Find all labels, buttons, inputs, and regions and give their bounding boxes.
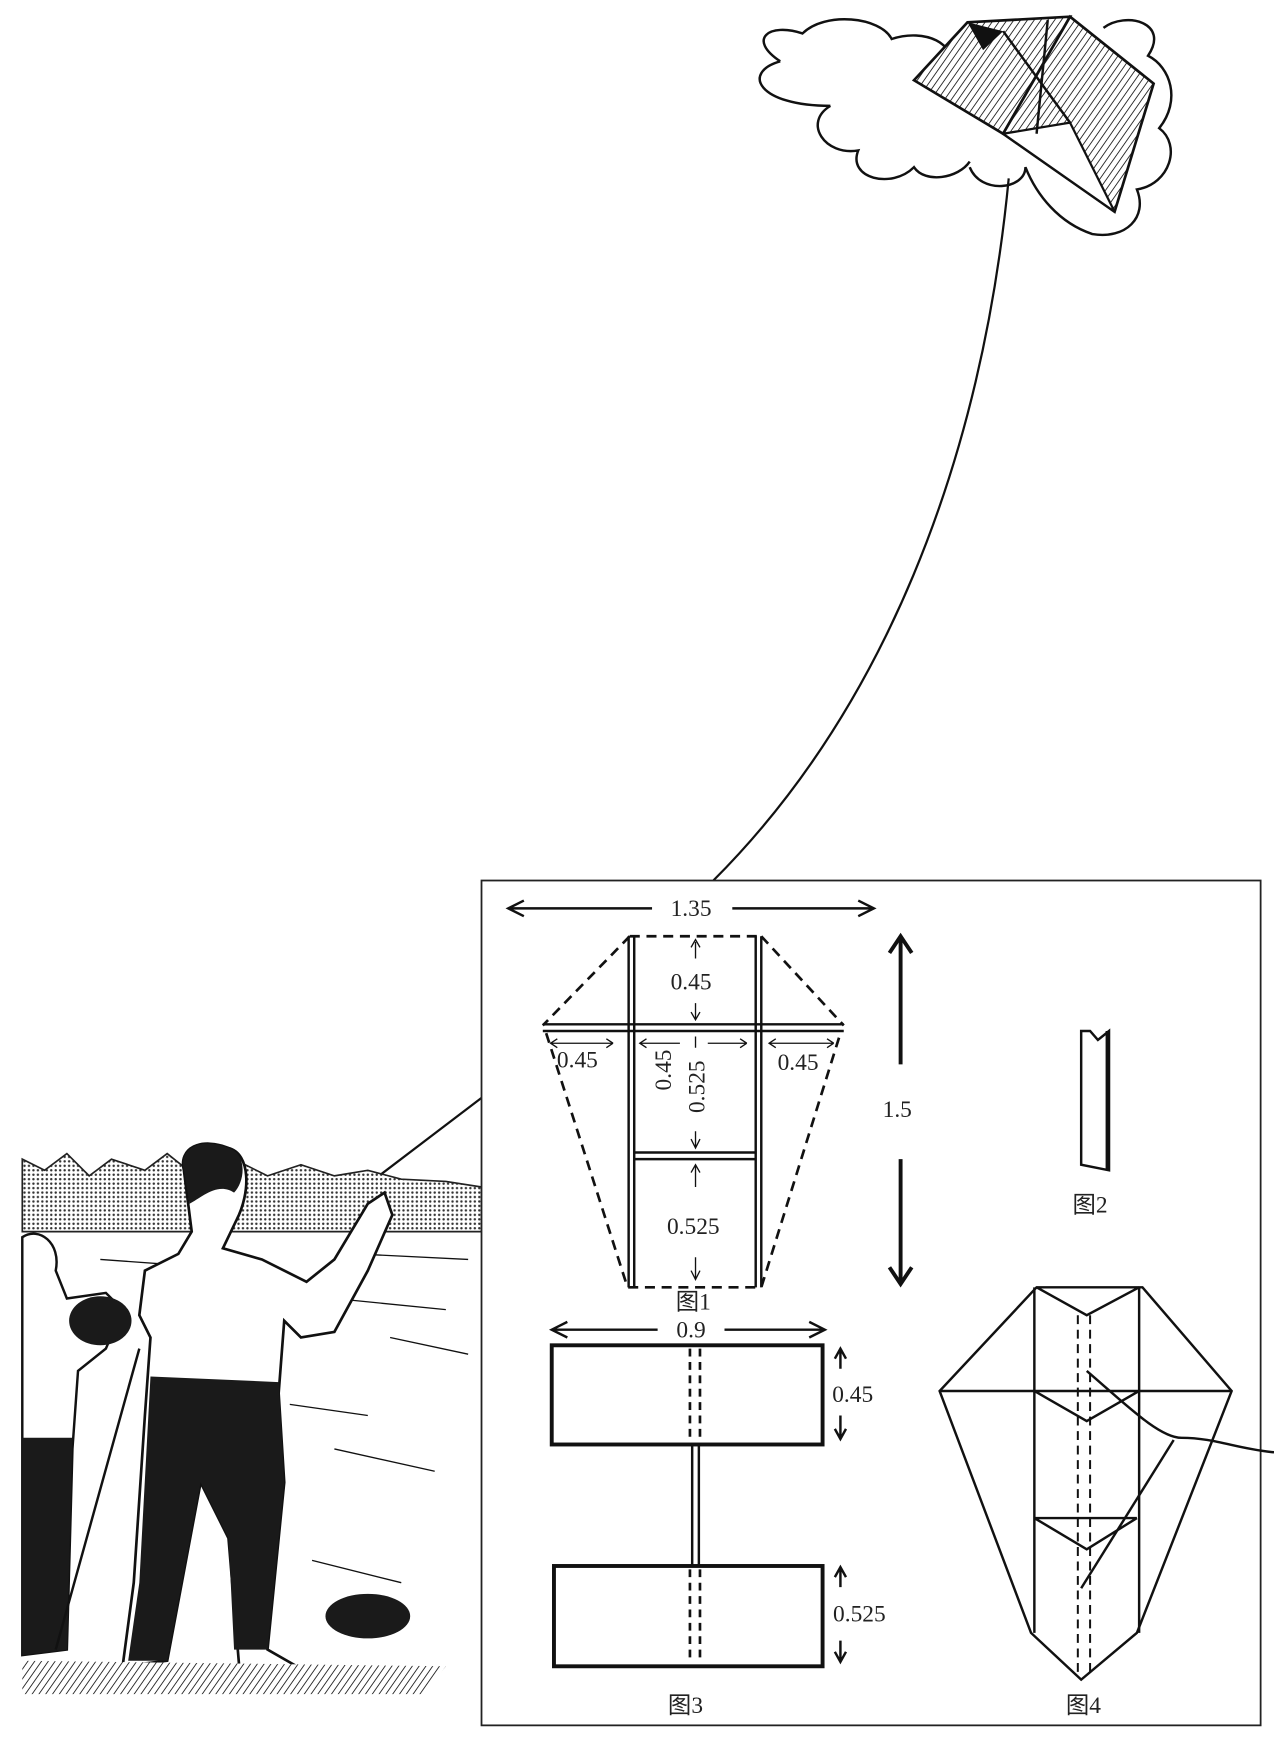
figure-2-caption: 图2 bbox=[1073, 1193, 1108, 1219]
kite-string bbox=[712, 178, 1010, 882]
middle-vertical-label-b: 0.525 bbox=[684, 1060, 710, 1113]
height-label-1-5: 1.5 bbox=[883, 1097, 912, 1123]
box-width-label: 0.9 bbox=[676, 1317, 705, 1343]
upper-box-height-label: 0.45 bbox=[832, 1382, 873, 1408]
right-wing-label: 0.45 bbox=[778, 1050, 819, 1076]
width-label-1-35: 1.35 bbox=[671, 896, 712, 922]
figure-1-caption: 图1 bbox=[676, 1290, 711, 1316]
boys-flying-kite-scene bbox=[21, 1142, 483, 1695]
figure-2-stick-end: 图2 bbox=[1073, 1028, 1111, 1219]
top-section-label: 0.45 bbox=[671, 970, 712, 996]
bottom-section-label: 0.525 bbox=[667, 1214, 720, 1240]
figure-4-caption: 图4 bbox=[1066, 1693, 1101, 1719]
figure-1-kite-frame: 1.35 0.45 0.45 0.45 0.45 0.525 0.525 1.5… bbox=[505, 896, 914, 1316]
box-kite bbox=[911, 14, 1156, 214]
figure-3-caption: 图3 bbox=[668, 1693, 703, 1719]
left-wing-label: 0.45 bbox=[557, 1048, 598, 1074]
cloud bbox=[758, 18, 1173, 237]
diagram-panel bbox=[480, 879, 1262, 1727]
middle-vertical-label-a: 0.45 bbox=[651, 1050, 677, 1091]
figure-4-assembled-kite: 图4 bbox=[938, 1286, 1274, 1719]
lower-box-height-label: 0.525 bbox=[833, 1602, 886, 1628]
figure-3-boxes: 0.9 0.45 0.525 图3 bbox=[548, 1317, 886, 1719]
kite-string-lower bbox=[378, 1096, 483, 1177]
